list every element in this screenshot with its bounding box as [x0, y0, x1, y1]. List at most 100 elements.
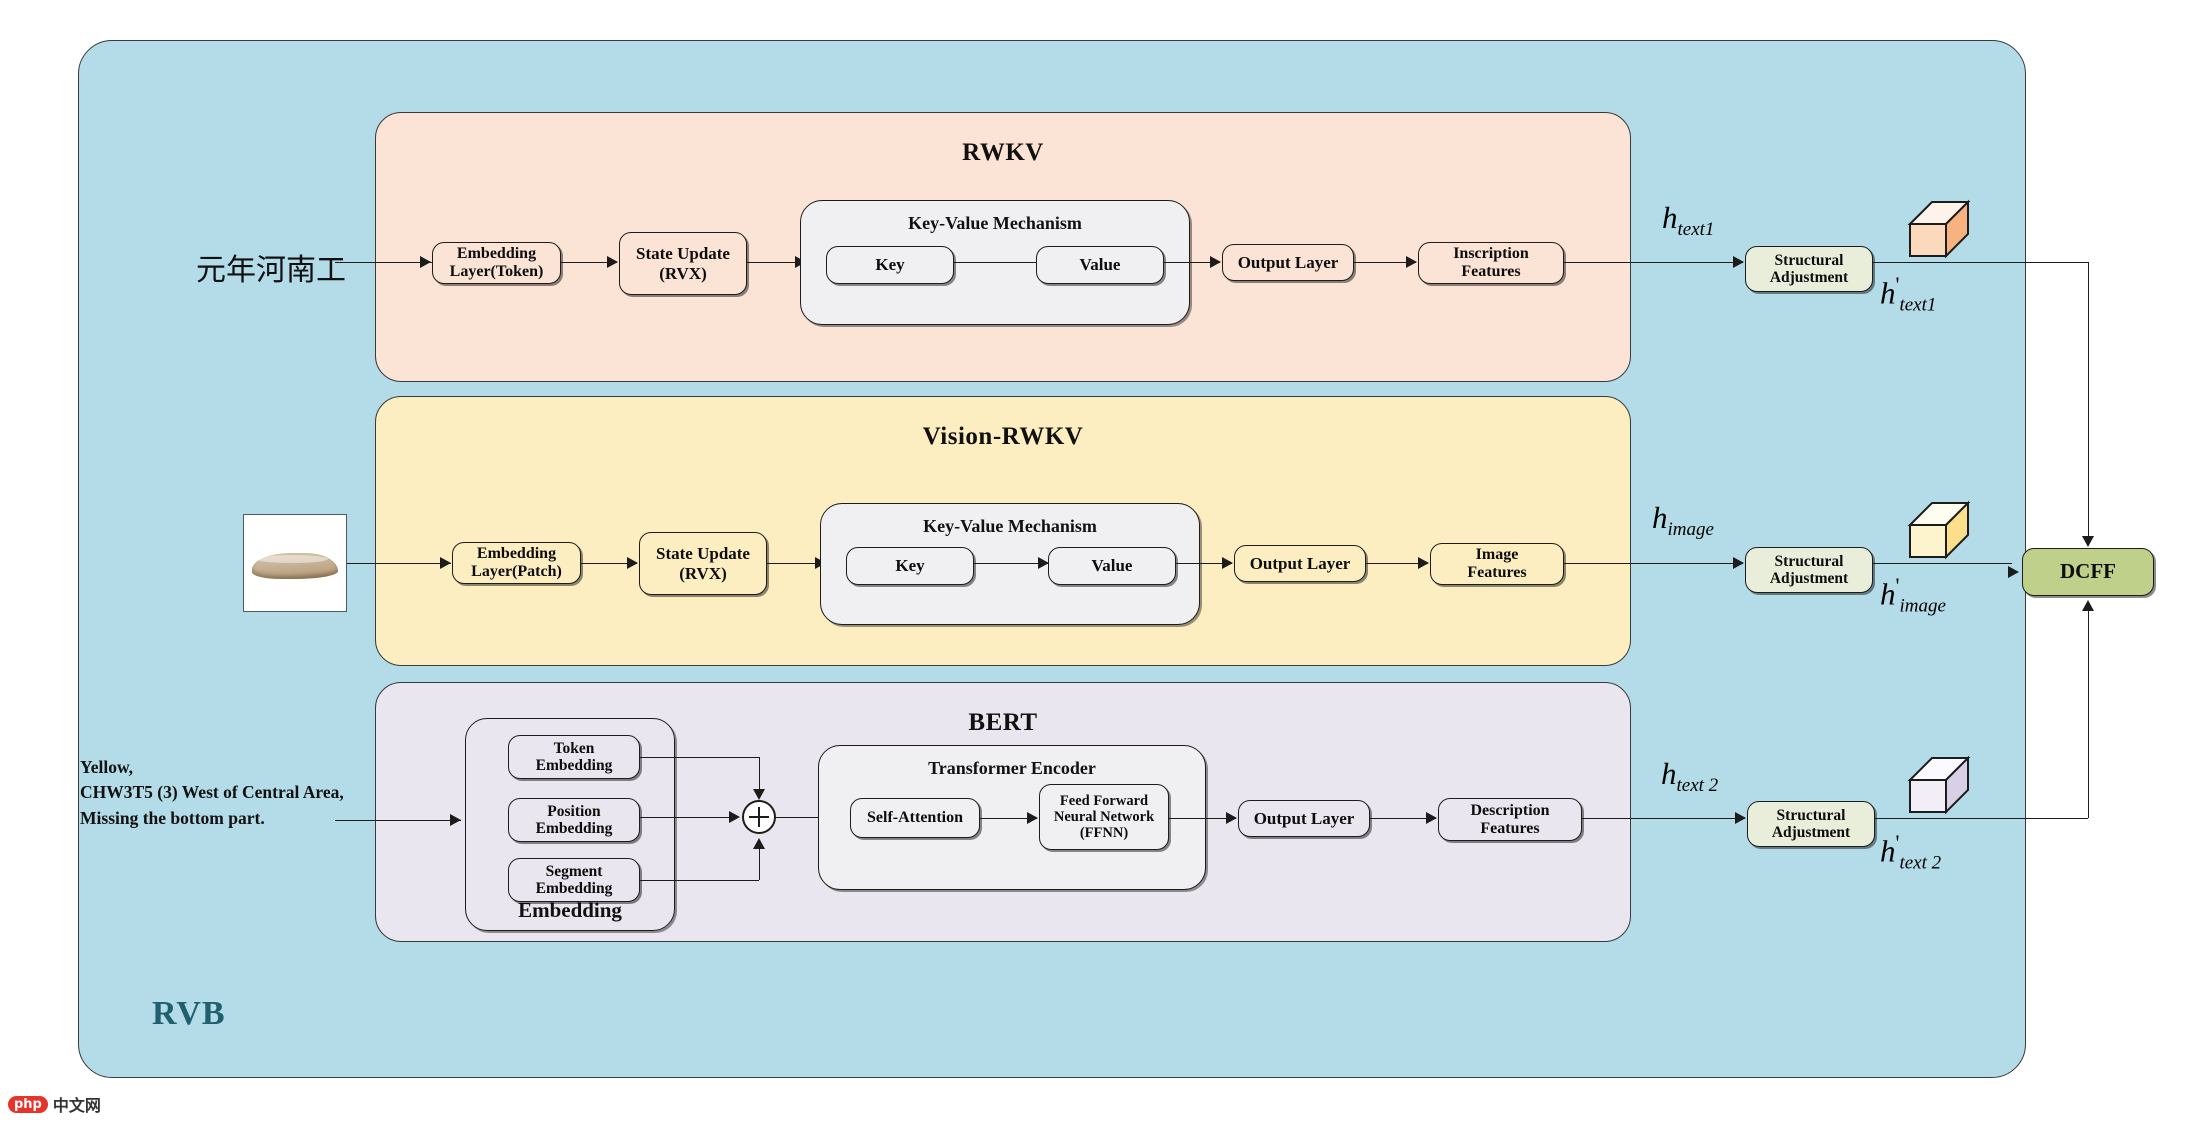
connector-vr-key-value	[974, 563, 1048, 564]
vision-rwkv-state-update-node[interactable]: State Update (RVX)	[639, 532, 767, 595]
arrowhead-rwkv-kv-output	[1210, 255, 1221, 268]
connector-text1-to-dcff-v	[2088, 262, 2089, 537]
connector-rwkv-key-value	[954, 262, 1036, 263]
arrowhead-text1-to-dcff	[2081, 536, 2094, 547]
connector-sum-to-encoder	[776, 817, 836, 818]
connector-token-to-sum-v	[759, 757, 760, 792]
connector-position-to-sum	[640, 817, 735, 818]
bert-output-layer-node[interactable]: Output Layer	[1238, 800, 1370, 837]
connector-token-to-sum-h	[640, 757, 759, 758]
vision-rwkv-panel-title: Vision-RWKV	[922, 423, 1084, 450]
connector-desc-to-embedding	[335, 820, 461, 821]
rwkv-inscription-features-node[interactable]: Inscription Features	[1418, 242, 1564, 284]
connector-attn-to-ffnn	[980, 818, 1037, 819]
bone-fragment-shape	[252, 553, 338, 579]
connector-segment-to-sum-v	[759, 844, 760, 880]
watermark: php 中文网	[8, 1092, 101, 1116]
connector-rwkv-output-features	[1354, 262, 1416, 263]
arrowhead-output-to-features	[1426, 811, 1437, 824]
vision-rwkv-output-layer-node[interactable]: Output Layer	[1234, 545, 1366, 582]
oracle-bone-image-thumbnail[interactable]	[243, 514, 347, 612]
arrowhead-bert-features-adjust	[1735, 811, 1746, 824]
bert-token-embedding-node[interactable]: Token Embedding	[508, 735, 640, 779]
connector-text1-to-dcff-h	[1873, 262, 2088, 263]
dcff-fusion-node[interactable]: DCFF	[2022, 548, 2154, 596]
bert-structural-adjustment-node[interactable]: Structural Adjustment	[1747, 801, 1875, 847]
connector-output-to-features	[1370, 818, 1436, 819]
connector-chinese-to-embedding	[335, 262, 433, 263]
bert-segment-embedding-node[interactable]: Segment Embedding	[508, 858, 640, 902]
bert-description-features-node[interactable]: Description Features	[1438, 798, 1582, 841]
arrowhead-text2-to-dcff	[2081, 600, 2094, 611]
h-prime-text1-label: h'text1	[1880, 272, 1937, 316]
arrowhead-rwkv-features-adjust	[1733, 255, 1744, 268]
h-prime-text2-label: h'text 2	[1880, 830, 1942, 874]
rwkv-output-layer-node[interactable]: Output Layer	[1222, 244, 1354, 281]
sum-operator-icon	[742, 800, 776, 834]
rwkv-key-node[interactable]: Key	[826, 246, 954, 284]
rwkv-embedding-layer-node[interactable]: Embedding Layer(Token)	[432, 242, 561, 284]
bert-encoder-group-title: Transformer Encoder	[928, 758, 1096, 778]
connector-rwkv-embed-state	[561, 262, 617, 263]
arrowhead-attn-to-ffnn	[1027, 811, 1038, 824]
arrowhead-token-to-sum	[752, 789, 765, 800]
arrowhead-vr-embed-state	[627, 556, 638, 569]
watermark-text: 中文网	[52, 1096, 101, 1115]
arrowhead-vr-features-adjust	[1733, 556, 1744, 569]
vision-rwkv-value-node[interactable]: Value	[1048, 547, 1176, 585]
connector-rwkv-state-kv	[747, 262, 805, 263]
h-text1-label: htext1	[1662, 200, 1715, 241]
text1-feature-cuboid-icon	[1902, 186, 1974, 264]
bert-embedding-group-title: Embedding	[518, 898, 622, 922]
text2-feature-cuboid-icon	[1902, 742, 1974, 820]
bert-position-embedding-node[interactable]: Position Embedding	[508, 798, 640, 842]
vision-rwkv-embedding-layer-node[interactable]: Embedding Layer(Patch)	[452, 542, 581, 584]
arrowhead-rwkv-embed-state	[607, 255, 618, 268]
connector-segment-to-sum-h	[640, 880, 759, 881]
arrowhead-vr-output-features	[1418, 556, 1429, 569]
connector-rwkv-features-adjust	[1564, 262, 1743, 263]
rvb-label: RVB	[152, 995, 226, 1032]
arrowhead-image-to-dcff	[2008, 565, 2019, 578]
connector-ffnn-to-output	[1169, 818, 1236, 819]
arrowhead-rwkv-output-features	[1406, 255, 1417, 268]
connector-bert-features-adjust	[1582, 818, 1745, 819]
arrowhead-chinese-to-embedding	[420, 255, 431, 268]
bert-ffnn-node[interactable]: Feed Forward Neural Network (FFNN)	[1039, 784, 1169, 850]
rwkv-panel-title: RWKV	[962, 139, 1044, 166]
connector-image-to-embedding	[347, 563, 451, 564]
h-text2-label: htext 2	[1661, 756, 1719, 797]
arrowhead-vr-kv-output	[1222, 556, 1233, 569]
vision-rwkv-kv-group-title: Key-Value Mechanism	[923, 516, 1097, 536]
rwkv-value-node[interactable]: Value	[1036, 246, 1164, 284]
vision-rwkv-structural-adjustment-node[interactable]: Structural Adjustment	[1745, 547, 1873, 593]
rwkv-kv-group-title: Key-Value Mechanism	[908, 213, 1082, 233]
connector-image-to-dcff	[1873, 563, 2012, 564]
connector-vr-output-features	[1366, 563, 1428, 564]
arrowhead-position-to-sum	[729, 810, 740, 823]
rwkv-state-update-node[interactable]: State Update (RVX)	[619, 232, 747, 295]
bert-embedding-group	[465, 718, 675, 931]
bert-self-attention-node[interactable]: Self-Attention	[850, 798, 980, 838]
watermark-badge: php	[8, 1095, 48, 1113]
arrowhead-vr-key-value	[1038, 556, 1049, 569]
chinese-input-text: 元年河南工	[196, 253, 346, 288]
bert-panel-title: BERT	[968, 709, 1038, 736]
arrowhead-desc-to-embedding	[450, 813, 461, 826]
arrowhead-image-to-embedding	[440, 556, 451, 569]
connector-text2-to-dcff-v	[2088, 608, 2089, 818]
vision-rwkv-key-node[interactable]: Key	[846, 547, 974, 585]
arrowhead-segment-to-sum	[752, 838, 765, 849]
connector-vr-embed-state	[581, 563, 637, 564]
connector-text2-to-dcff-h	[1875, 818, 2088, 819]
arrowhead-ffnn-to-output	[1226, 811, 1237, 824]
connector-vr-kv-output	[1176, 563, 1232, 564]
connector-vr-state-kv	[767, 563, 825, 564]
vision-rwkv-image-features-node[interactable]: Image Features	[1430, 543, 1564, 585]
connector-vr-features-adjust	[1564, 563, 1743, 564]
h-image-label: himage	[1652, 500, 1714, 541]
rwkv-structural-adjustment-node[interactable]: Structural Adjustment	[1745, 246, 1873, 292]
connector-rwkv-kv-output	[1164, 262, 1220, 263]
description-input-text: Yellow, CHW3T5 (3) West of Central Area,…	[80, 757, 344, 828]
image-feature-cuboid-icon	[1902, 487, 1974, 565]
